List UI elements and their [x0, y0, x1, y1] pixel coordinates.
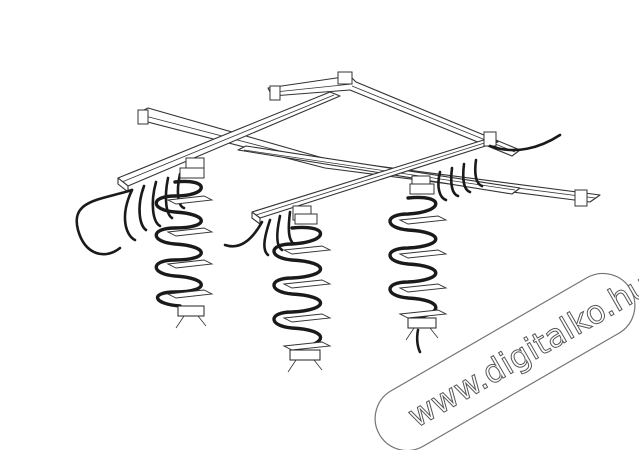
hose-tray-stack-middle	[282, 245, 332, 351]
hose-tray-stack-left	[166, 195, 214, 299]
rear-runway-rail	[137, 107, 601, 207]
hose-balancer-middle	[272, 213, 332, 373]
right-bridge-beam	[251, 131, 499, 225]
watermark-badge	[374, 272, 636, 450]
hose-balancer-left	[154, 167, 214, 329]
front-runway-rail	[237, 145, 521, 195]
festoon-cables-left	[75, 172, 186, 256]
hose-balancer-right	[388, 183, 448, 354]
left-bridge-beam	[117, 91, 341, 193]
watermark-text: www.digitalko.hu	[401, 266, 639, 435]
festoon-cables-right	[437, 133, 562, 202]
hose-tray-stack-right	[398, 215, 448, 319]
